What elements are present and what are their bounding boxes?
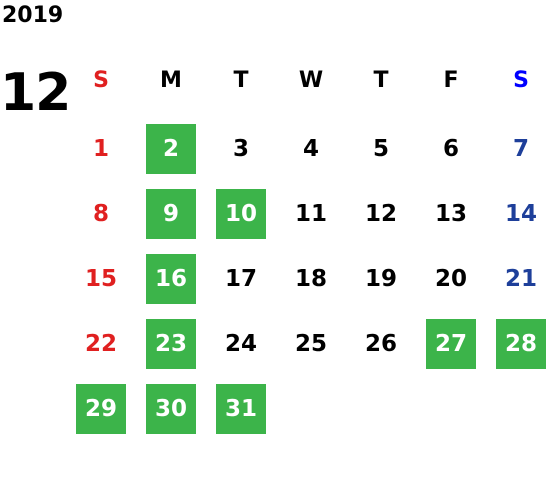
day-1[interactable]: 1 (92, 136, 109, 162)
day-6[interactable]: 6 (442, 136, 459, 162)
calendar-month: 12 (0, 63, 71, 123)
weekday-header-tue: T (233, 68, 249, 93)
day-18[interactable]: 18 (294, 266, 327, 292)
day-3[interactable]: 3 (232, 136, 249, 162)
day-20[interactable]: 20 (434, 266, 467, 292)
day-30[interactable]: 30 (146, 384, 196, 434)
weekday-header-sun: S (93, 68, 109, 93)
day-14[interactable]: 14 (504, 201, 537, 227)
day-5[interactable]: 5 (372, 136, 389, 162)
weekday-header-fri: F (443, 68, 459, 93)
day-19[interactable]: 19 (364, 266, 397, 292)
day-8[interactable]: 8 (92, 201, 109, 227)
day-27[interactable]: 27 (426, 319, 476, 369)
weekday-header-wed: W (298, 68, 324, 93)
day-9[interactable]: 9 (146, 189, 196, 239)
day-13[interactable]: 13 (434, 201, 467, 227)
day-21[interactable]: 21 (504, 266, 537, 292)
day-2[interactable]: 2 (146, 124, 196, 174)
day-31[interactable]: 31 (216, 384, 266, 434)
weekday-header-mon: M (160, 68, 182, 93)
day-4[interactable]: 4 (302, 136, 319, 162)
day-7[interactable]: 7 (512, 136, 529, 162)
weekday-header-sat: S (513, 68, 529, 93)
day-12[interactable]: 12 (364, 201, 397, 227)
weekday-header-thu: T (373, 68, 389, 93)
day-11[interactable]: 11 (294, 201, 327, 227)
day-10[interactable]: 10 (216, 189, 266, 239)
day-26[interactable]: 26 (364, 331, 397, 357)
day-17[interactable]: 17 (224, 266, 257, 292)
day-25[interactable]: 25 (294, 331, 327, 357)
day-29[interactable]: 29 (76, 384, 126, 434)
day-22[interactable]: 22 (84, 331, 117, 357)
day-24[interactable]: 24 (224, 331, 257, 357)
day-23[interactable]: 23 (146, 319, 196, 369)
day-28[interactable]: 28 (496, 319, 546, 369)
day-15[interactable]: 15 (84, 266, 117, 292)
day-16[interactable]: 16 (146, 254, 196, 304)
calendar-year: 2019 (2, 3, 64, 28)
